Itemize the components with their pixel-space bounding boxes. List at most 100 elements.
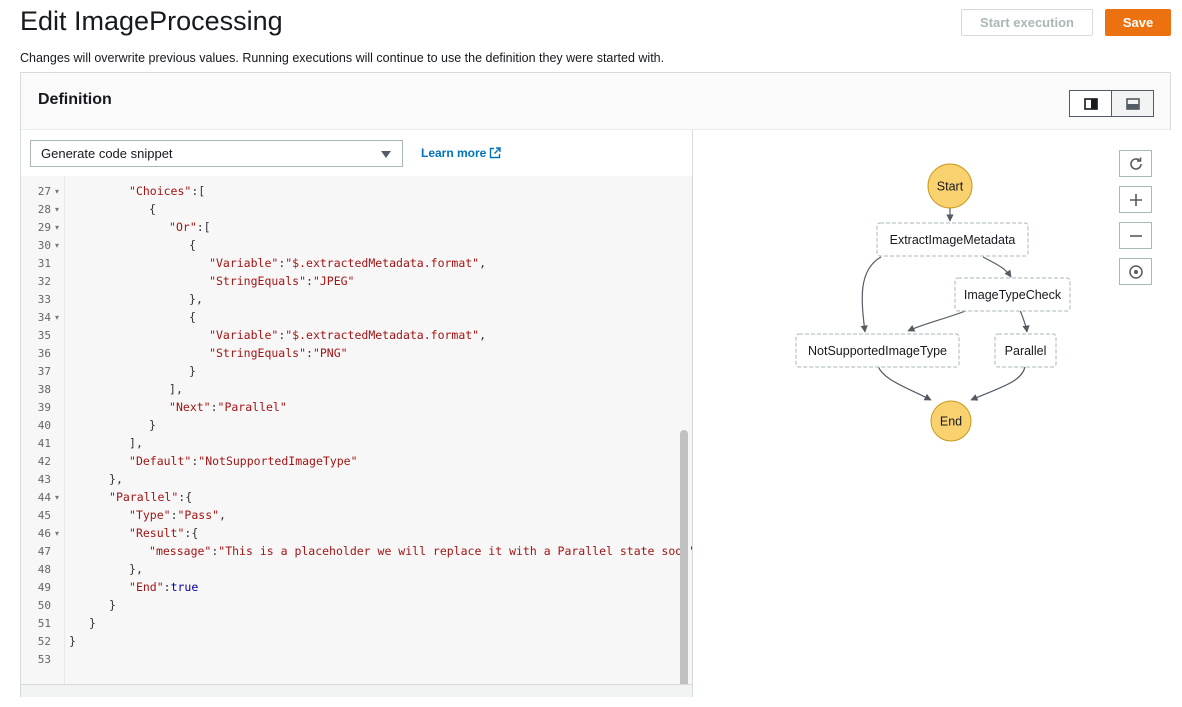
code-line: "Choices":[ [129, 184, 205, 198]
fold-toggle-icon[interactable]: ▾ [55, 241, 60, 250]
line-number: 30 [37, 239, 51, 252]
code-token: { [189, 310, 196, 324]
code-line: "Variable":"$.extractedMetadata.format", [209, 328, 486, 342]
code-token: "Parallel" [109, 490, 179, 504]
parallel-label: Parallel [1005, 344, 1047, 358]
line-number: 46 [37, 527, 51, 540]
code-line: } [69, 634, 76, 648]
code-token: , [479, 328, 487, 342]
code-line: { [189, 238, 196, 252]
save-button[interactable]: Save [1105, 9, 1171, 36]
fold-toggle-icon[interactable]: ▾ [55, 529, 60, 538]
code-token: , [479, 256, 487, 270]
fold-toggle-icon[interactable]: ▾ [55, 205, 60, 214]
code-token: "$.extractedMetadata.format" [285, 328, 480, 342]
generate-snippet-select[interactable]: Generate code snippet [30, 140, 403, 167]
edge-notsupported-end [877, 365, 932, 401]
code-token: : [163, 580, 171, 594]
code-token: : [191, 454, 199, 468]
definition-title: Definition [38, 91, 112, 108]
code-token: "StringEquals" [209, 274, 306, 288]
line-number: 28 [37, 203, 51, 216]
end-node[interactable]: End [930, 400, 972, 442]
image-type-check-label: ImageTypeCheck [964, 288, 1062, 302]
code-token: "Next" [169, 400, 211, 414]
code-line: } [189, 364, 196, 378]
code-line: "Result":{ [129, 526, 198, 540]
code-token: : [278, 256, 286, 270]
fold-toggle-icon[interactable]: ▾ [55, 313, 60, 322]
refresh-button[interactable] [1119, 150, 1152, 177]
line-number: 34 [37, 311, 51, 324]
learn-more-link[interactable]: Learn more [421, 146, 502, 160]
code-token: "Variable" [209, 256, 279, 270]
caret-down-icon [381, 151, 391, 158]
learn-more-label: Learn more [421, 146, 487, 160]
code-line: { [189, 310, 196, 324]
start-node-label: Start [937, 180, 964, 194]
page-title: Edit ImageProcessing [20, 6, 283, 36]
code-line: "Or":[ [169, 220, 211, 234]
code-token: "Default" [129, 454, 192, 468]
code-token: { [149, 202, 156, 216]
editor-resize-bar[interactable] [21, 684, 692, 697]
split-horizontal-icon [1125, 97, 1140, 110]
zoom-in-icon [1129, 193, 1142, 206]
stacked-layout-button[interactable] [1112, 91, 1153, 116]
line-number: 45 [37, 509, 51, 522]
external-link-icon [490, 147, 502, 159]
code-token: "NotSupportedImageType" [198, 454, 358, 468]
generate-snippet-label: Generate code snippet [41, 146, 173, 161]
line-number: 31 [37, 257, 51, 270]
line-number: 40 [37, 419, 51, 432]
code-line: "Next":"Parallel" [169, 400, 287, 414]
center-button[interactable] [1119, 258, 1152, 285]
code-token: true [170, 580, 199, 594]
code-token: }, [109, 472, 123, 486]
code-token: :[ [196, 220, 211, 234]
split-vertical-icon [1083, 97, 1098, 110]
fold-toggle-icon[interactable]: ▾ [55, 493, 60, 502]
state-machine-graph[interactable]: Start ExtractImageMetadata ImageTypeChec… [693, 130, 1171, 697]
line-number: 33 [37, 293, 51, 306]
zoom-in-button[interactable] [1119, 186, 1152, 213]
code-token: "$.extractedMetadata.format" [285, 256, 480, 270]
code-token: : [170, 508, 178, 522]
code-token: "Variable" [209, 328, 279, 342]
extract-image-metadata-node[interactable]: ExtractImageMetadata [876, 222, 1029, 257]
line-number: 35 [37, 329, 51, 342]
code-token: } [89, 616, 96, 630]
end-node-label: End [940, 415, 962, 429]
image-type-check-node[interactable]: ImageTypeCheck [954, 277, 1071, 312]
code-token: "StringEquals" [209, 346, 306, 360]
line-number: 42 [37, 455, 51, 468]
code-token: : [306, 274, 313, 288]
line-number: 32 [37, 275, 51, 288]
editor-scrollbar[interactable] [680, 430, 688, 684]
definition-header: Definition [21, 73, 1170, 130]
line-number: 49 [37, 581, 51, 594]
edge-check-notsupported [907, 309, 969, 332]
code-token: "Type" [129, 508, 171, 522]
line-number: 44 [37, 491, 51, 504]
code-token: :{ [184, 526, 199, 540]
fold-toggle-icon[interactable]: ▾ [55, 187, 60, 196]
zoom-out-icon [1129, 234, 1142, 237]
edge-check-parallel [1019, 309, 1030, 333]
zoom-out-button[interactable] [1119, 222, 1152, 249]
not-supported-image-type-node[interactable]: NotSupportedImageType [795, 333, 960, 368]
page-subtitle: Changes will overwrite previous values. … [20, 51, 665, 65]
fold-toggle-icon[interactable]: ▾ [55, 223, 60, 232]
code-token: "Parallel" [217, 400, 287, 414]
code-token: } [109, 598, 116, 612]
start-node[interactable]: Start [927, 163, 973, 209]
extract-image-metadata-label: ExtractImageMetadata [890, 233, 1016, 247]
graph-pane: Start ExtractImageMetadata ImageTypeChec… [693, 130, 1171, 697]
parallel-node[interactable]: Parallel [994, 333, 1057, 368]
side-by-side-layout-button[interactable] [1070, 91, 1112, 116]
code-line: "message":"This is a placeholder we will… [149, 544, 692, 558]
start-execution-button[interactable]: Start execution [961, 9, 1093, 36]
code-token: }, [129, 562, 143, 576]
code-token: "Pass" [177, 508, 220, 522]
